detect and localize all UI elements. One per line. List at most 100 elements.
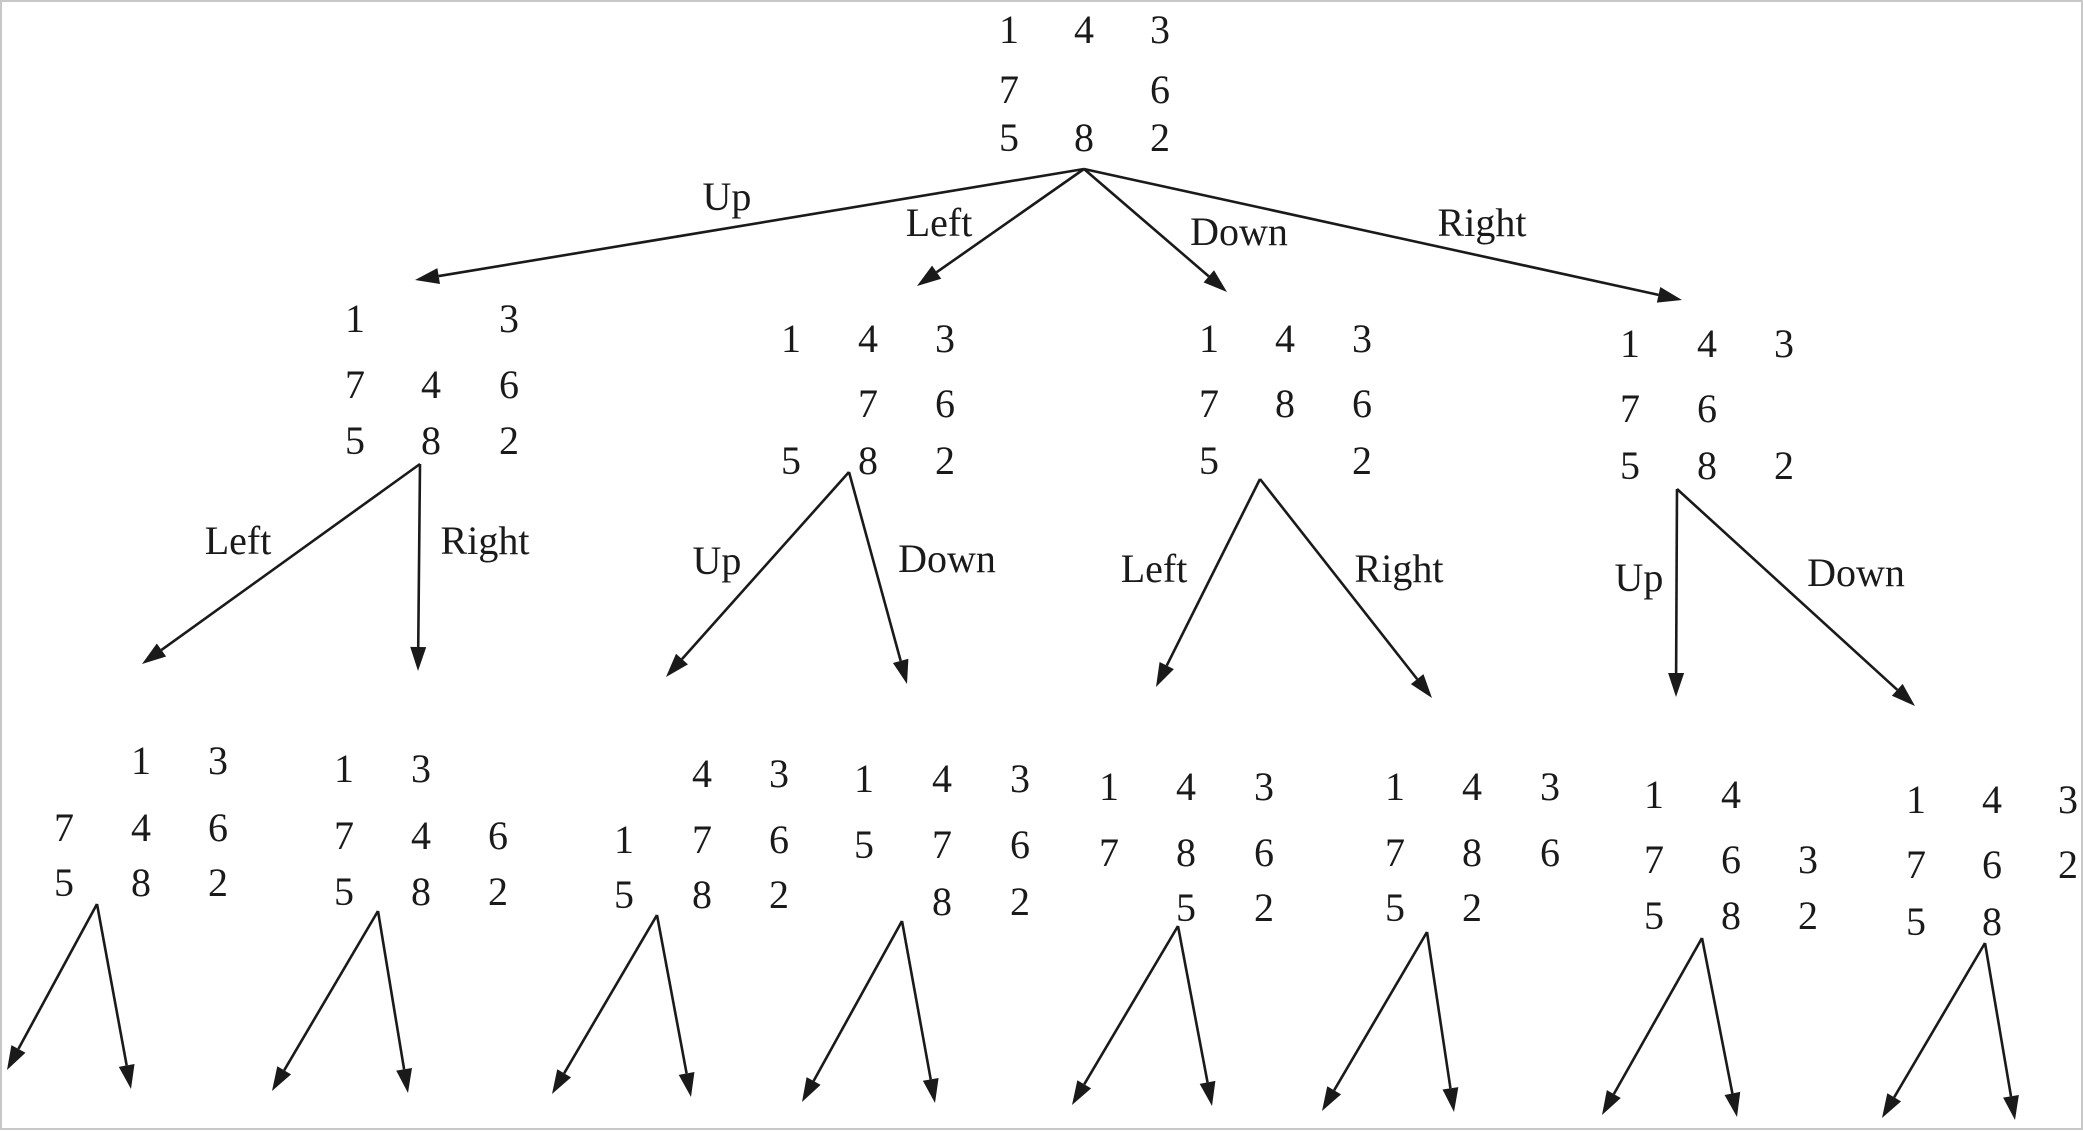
edge-l3-6-b	[1425, 931, 1459, 1112]
edge-l2-1-left	[142, 462, 421, 664]
edge-l3-8-a	[1882, 942, 1987, 1118]
arrowhead-icon	[1072, 1080, 1092, 1105]
arrowhead-icon	[272, 1066, 292, 1091]
tile-r1-c1: 1	[781, 316, 801, 361]
tile-r3-c2: 8	[1721, 893, 1741, 938]
tile-r1-c2: 4	[858, 316, 878, 361]
tile-r3-c2: 8	[858, 438, 878, 483]
tile-r3-c3: 2	[1010, 879, 1030, 924]
tile-r2-c1: 7	[345, 362, 365, 407]
tile-r3-c1: 5	[1906, 899, 1926, 944]
tile-r3-c1: 5	[345, 418, 365, 463]
tile-r1-c1: 1	[999, 7, 1019, 52]
arrowhead-icon	[7, 1045, 26, 1070]
arrowhead-icon	[118, 1063, 135, 1089]
tile-r1-c2: 4	[1074, 7, 1094, 52]
tile-r3-c1: 5	[1199, 438, 1219, 483]
edge-label-l2-6: Right	[1355, 546, 1444, 591]
tile-r2-c2: 4	[131, 805, 151, 850]
arrowhead-icon	[802, 1077, 821, 1102]
arrowhead-icon	[678, 1071, 695, 1097]
edge-l2-4-down	[847, 471, 909, 684]
tile-r2-c2: 7	[692, 817, 712, 862]
tile-r3-c2: 8	[131, 860, 151, 905]
arrowhead-icon	[1199, 1080, 1216, 1106]
tile-r2-c1: 7	[334, 813, 354, 858]
tile-r1-c2: 4	[1697, 321, 1717, 366]
tile-r1-c1: 1	[1199, 316, 1219, 361]
tile-r1-c3: 3	[1254, 764, 1274, 809]
arrowhead-icon	[1442, 1087, 1459, 1112]
tile-r3-c2: 8	[1982, 899, 2002, 944]
tile-r3-c2: 8	[692, 872, 712, 917]
tile-r2-c2: 6	[1697, 386, 1717, 431]
edge-up	[415, 167, 1085, 284]
edge-l3-1-b	[95, 903, 135, 1089]
tile-r3-c3: 2	[1150, 115, 1170, 160]
arrowhead-icon	[1882, 1093, 1902, 1118]
arrowhead-icon	[1724, 1091, 1741, 1117]
tile-r2-c2: 6	[1982, 842, 2002, 887]
tile-r3-c3: 2	[488, 869, 508, 914]
edge-l3-5-b	[1176, 925, 1216, 1106]
tile-r2-c2: 8	[1275, 381, 1295, 426]
edge-l3-2-a	[272, 910, 380, 1091]
tile-r2-c1: 7	[1199, 381, 1219, 426]
tile-r3-c3: 2	[1352, 438, 1372, 483]
edge-l3-3-a	[552, 914, 659, 1094]
edge-l3-1-a	[7, 903, 99, 1070]
tile-r1-c1: 1	[854, 756, 874, 801]
tile-r1-c2: 4	[1275, 316, 1295, 361]
arrowhead-icon	[1656, 287, 1682, 303]
tile-r1-c3: 3	[208, 738, 228, 783]
arrowhead-icon	[1602, 1090, 1621, 1115]
tile-r2-c1: 5	[854, 822, 874, 867]
tile-r1-c2: 4	[1982, 777, 2002, 822]
tile-r1-c2: 4	[932, 756, 952, 801]
tile-r2-c2: 6	[1721, 837, 1741, 882]
tile-r3-c2: 8	[1074, 115, 1094, 160]
tile-r1-c2: 4	[1721, 772, 1741, 817]
tile-r2-c3: 6	[769, 817, 789, 862]
tile-r1-c3: 3	[1540, 764, 1560, 809]
arrowhead-icon	[892, 658, 909, 684]
edge-l3-2-b	[376, 910, 412, 1093]
edge-l3-7-b	[1700, 937, 1741, 1117]
tile-r3-c3: 2	[1254, 885, 1274, 930]
tile-r3-c3: 2	[1798, 893, 1818, 938]
tile-r3-c1: 5	[614, 872, 634, 917]
edge-l3-5-a	[1072, 925, 1180, 1105]
tile-r2-c3: 6	[1150, 67, 1170, 112]
edge-label-l2-3: Up	[693, 538, 742, 583]
arrowhead-icon	[396, 1068, 412, 1093]
tile-r1-c2: 4	[1462, 764, 1482, 809]
tile-r1-c1: 1	[1099, 764, 1119, 809]
tile-r3-c1: 5	[999, 115, 1019, 160]
tile-r2-c3: 6	[935, 381, 955, 426]
tile-r1-c2: 4	[1176, 764, 1196, 809]
edge-label-down: Down	[1190, 209, 1288, 254]
edge-l3-4-b	[900, 920, 939, 1103]
tile-r2-c3: 6	[488, 813, 508, 858]
tile-r3-c1: 5	[334, 869, 354, 914]
arrowhead-icon	[1891, 683, 1915, 706]
tile-r2-c1: 7	[1644, 837, 1664, 882]
tile-r3-c2: 8	[1697, 443, 1717, 488]
edge-down	[1083, 168, 1227, 292]
tile-r3-c2: 8	[411, 869, 431, 914]
tile-r3-c3: 2	[208, 860, 228, 905]
tile-r2-c1: 1	[614, 817, 634, 862]
arrowhead-icon	[666, 653, 688, 677]
tile-r1-c1: 1	[334, 746, 354, 791]
